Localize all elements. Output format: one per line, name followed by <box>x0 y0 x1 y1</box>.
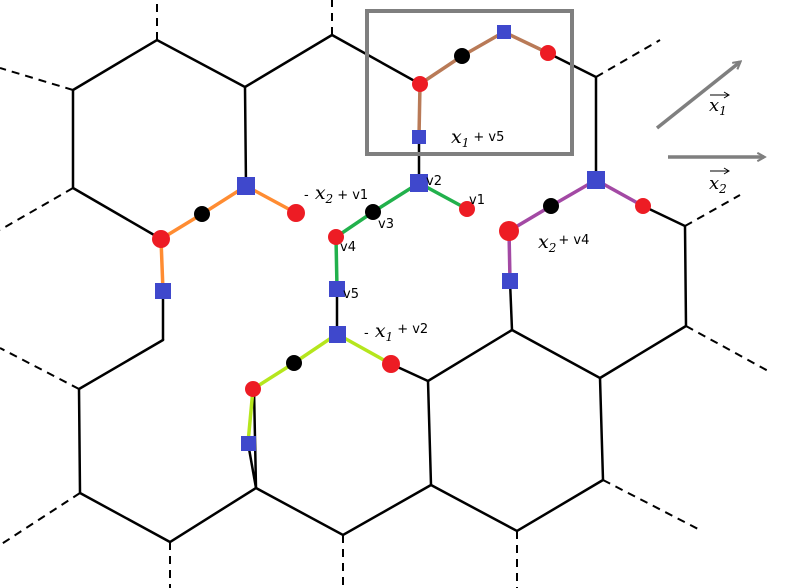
vector-x2-var: x <box>709 173 719 194</box>
v2-label: v2 <box>426 174 442 189</box>
black-node <box>194 206 210 222</box>
black-node <box>454 48 470 64</box>
blue-node <box>502 273 518 289</box>
red-node <box>635 198 651 214</box>
black-node <box>286 355 302 371</box>
lattice-edge <box>71 38 248 241</box>
dashed-edge <box>684 194 741 227</box>
red-node <box>499 221 519 241</box>
vector-x1-sub: 1 <box>719 104 727 118</box>
orange-path <box>159 183 298 293</box>
dashed-edge <box>0 67 74 91</box>
lime-path <box>246 331 393 445</box>
blue-node <box>412 130 426 144</box>
blue-node <box>329 281 345 297</box>
lattice-edge <box>598 204 688 380</box>
vector-x2-label: x2 <box>709 167 730 196</box>
dashed-edge <box>0 187 74 231</box>
v4-label: v4 <box>340 240 356 255</box>
left-label: - x2+ v1 <box>304 182 368 206</box>
lattice-edge <box>243 33 422 89</box>
v3-label: v3 <box>378 217 394 232</box>
red-node <box>412 76 428 92</box>
dashed-edge <box>595 39 661 78</box>
svg-text:x2: x2 <box>709 173 727 196</box>
black-nodes <box>194 48 559 371</box>
black-node <box>365 204 381 220</box>
red-node <box>459 201 475 217</box>
vector-x1-label: x1 <box>709 91 730 118</box>
vector-x2-overarrow-head <box>723 167 730 175</box>
right-label: x2+ v4 <box>538 231 589 255</box>
vector-x1-arrow <box>655 62 740 130</box>
connector-edge <box>508 280 514 331</box>
purple-path <box>507 177 645 283</box>
dashed-edge <box>0 347 80 390</box>
red-node <box>540 45 556 61</box>
red-node <box>328 229 344 245</box>
dashed-edge <box>0 492 81 546</box>
dashed-edge <box>685 325 771 373</box>
blue-nodes <box>155 25 605 451</box>
red-node <box>152 230 170 248</box>
lattice-solid-edges <box>71 33 688 544</box>
vector-x1-var: x <box>709 95 719 116</box>
bottom-label: - x1+ v2 <box>364 320 428 344</box>
vector-x1-overarrow-head <box>723 91 730 99</box>
black-node <box>543 198 559 214</box>
red-node <box>287 204 305 222</box>
blue-node <box>329 326 346 343</box>
red-node <box>382 355 400 373</box>
svg-text:x1: x1 <box>709 95 727 118</box>
vector-x2-sub: 2 <box>718 182 727 196</box>
box-label: x1+ v5 <box>451 126 504 150</box>
blue-node <box>410 174 428 192</box>
red-nodes <box>152 45 651 397</box>
blue-node <box>241 436 256 451</box>
dashed-edge <box>602 479 701 531</box>
blue-node <box>497 25 511 39</box>
brown-path <box>417 30 550 139</box>
unit-cell-box <box>365 9 574 156</box>
lattice-edge <box>254 379 433 537</box>
v5-label: v5 <box>343 287 359 302</box>
blue-node <box>155 283 171 299</box>
red-node <box>245 381 261 397</box>
v1-label: v1 <box>469 193 485 208</box>
lattice-dashed-edges <box>0 0 771 588</box>
lattice-edge <box>426 328 605 533</box>
blue-node <box>237 177 255 195</box>
lattice-vectors <box>655 62 764 157</box>
lattice-edge <box>77 338 258 544</box>
blue-node <box>587 171 605 189</box>
